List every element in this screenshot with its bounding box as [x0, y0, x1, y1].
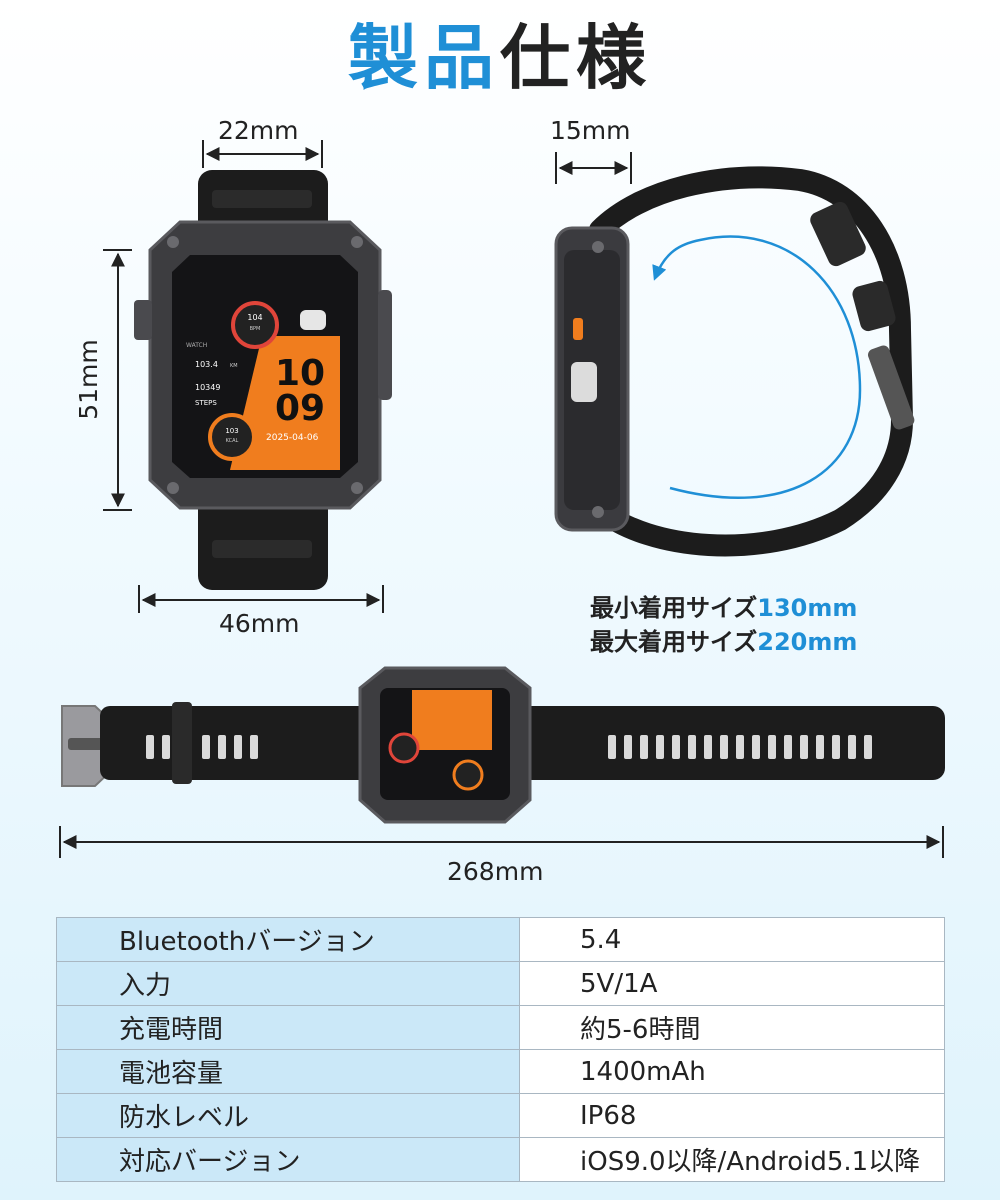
heart-rate-value: 104 — [247, 313, 262, 322]
table-row: 入力 5V/1A — [56, 961, 945, 1006]
calories-unit: KCAL — [226, 438, 239, 444]
distance-unit: KM — [230, 363, 238, 369]
title-part-2: 仕様 — [500, 17, 652, 99]
table-row: 電池容量 1400mAh — [56, 1049, 945, 1094]
min-size-value: 130mm — [757, 594, 858, 622]
total-length-label: 268mm — [447, 857, 544, 886]
thickness-label: 15mm — [550, 116, 631, 145]
spec-value: IP68 — [519, 1093, 945, 1138]
watch-label: WATCH — [186, 342, 207, 349]
heart-rate-unit: BPM — [250, 326, 261, 332]
band-adjust-arrow-top — [652, 235, 862, 391]
side-watch-image — [554, 166, 915, 557]
page-title: 製品仕様 — [0, 8, 1000, 108]
table-row: Bluetoothバージョン 5.4 — [56, 917, 945, 962]
table-row: 充電時間 約5-6時間 — [56, 1005, 945, 1050]
band-adjust-arrow-bottom — [669, 389, 862, 500]
width-bottom-label: 46mm — [219, 609, 300, 638]
spec-value: 5.4 — [519, 917, 945, 962]
spec-value: 1400mAh — [519, 1049, 945, 1094]
table-row: 防水レベル IP68 — [56, 1093, 945, 1138]
max-size-value: 220mm — [757, 628, 858, 656]
flat-watch-image — [61, 666, 945, 824]
title-part-1: 製品 — [348, 17, 500, 99]
front-watch-image — [134, 170, 392, 590]
spec-label: 充電時間 — [56, 1005, 520, 1050]
spec-label: 電池容量 — [56, 1049, 520, 1094]
max-size-text: 最大着用サイズ220mm — [590, 622, 857, 657]
width-top-label: 22mm — [218, 116, 299, 145]
distance-value: 103.4 — [195, 360, 218, 369]
spec-table: Bluetoothバージョン 5.4 入力 5V/1A 充電時間 約5-6時間 … — [56, 917, 945, 1182]
min-size-text: 最小着用サイズ130mm — [590, 588, 857, 623]
table-row: 対応バージョン iOS9.0以降/Android5.1以降 — [56, 1137, 945, 1182]
height-label: 51mm — [73, 339, 103, 420]
steps-value: 10349 — [195, 383, 220, 392]
spec-value: 5V/1A — [519, 961, 945, 1006]
calories-value: 103 — [225, 427, 238, 435]
spec-value: iOS9.0以降/Android5.1以降 — [519, 1137, 945, 1182]
clock-hour: 10 — [275, 353, 325, 394]
steps-label: STEPS — [195, 399, 217, 407]
spec-label: 防水レベル — [56, 1093, 520, 1138]
spec-label: 入力 — [56, 961, 520, 1006]
spec-value: 約5-6時間 — [519, 1005, 945, 1050]
spec-label: 対応バージョン — [56, 1137, 520, 1182]
date-text: 2025-04-06 — [266, 433, 319, 443]
max-size-label: 最大着用サイズ — [590, 628, 758, 656]
clock-minute: 09 — [275, 388, 325, 429]
min-size-label: 最小着用サイズ — [590, 594, 758, 622]
spec-label: Bluetoothバージョン — [56, 917, 520, 962]
